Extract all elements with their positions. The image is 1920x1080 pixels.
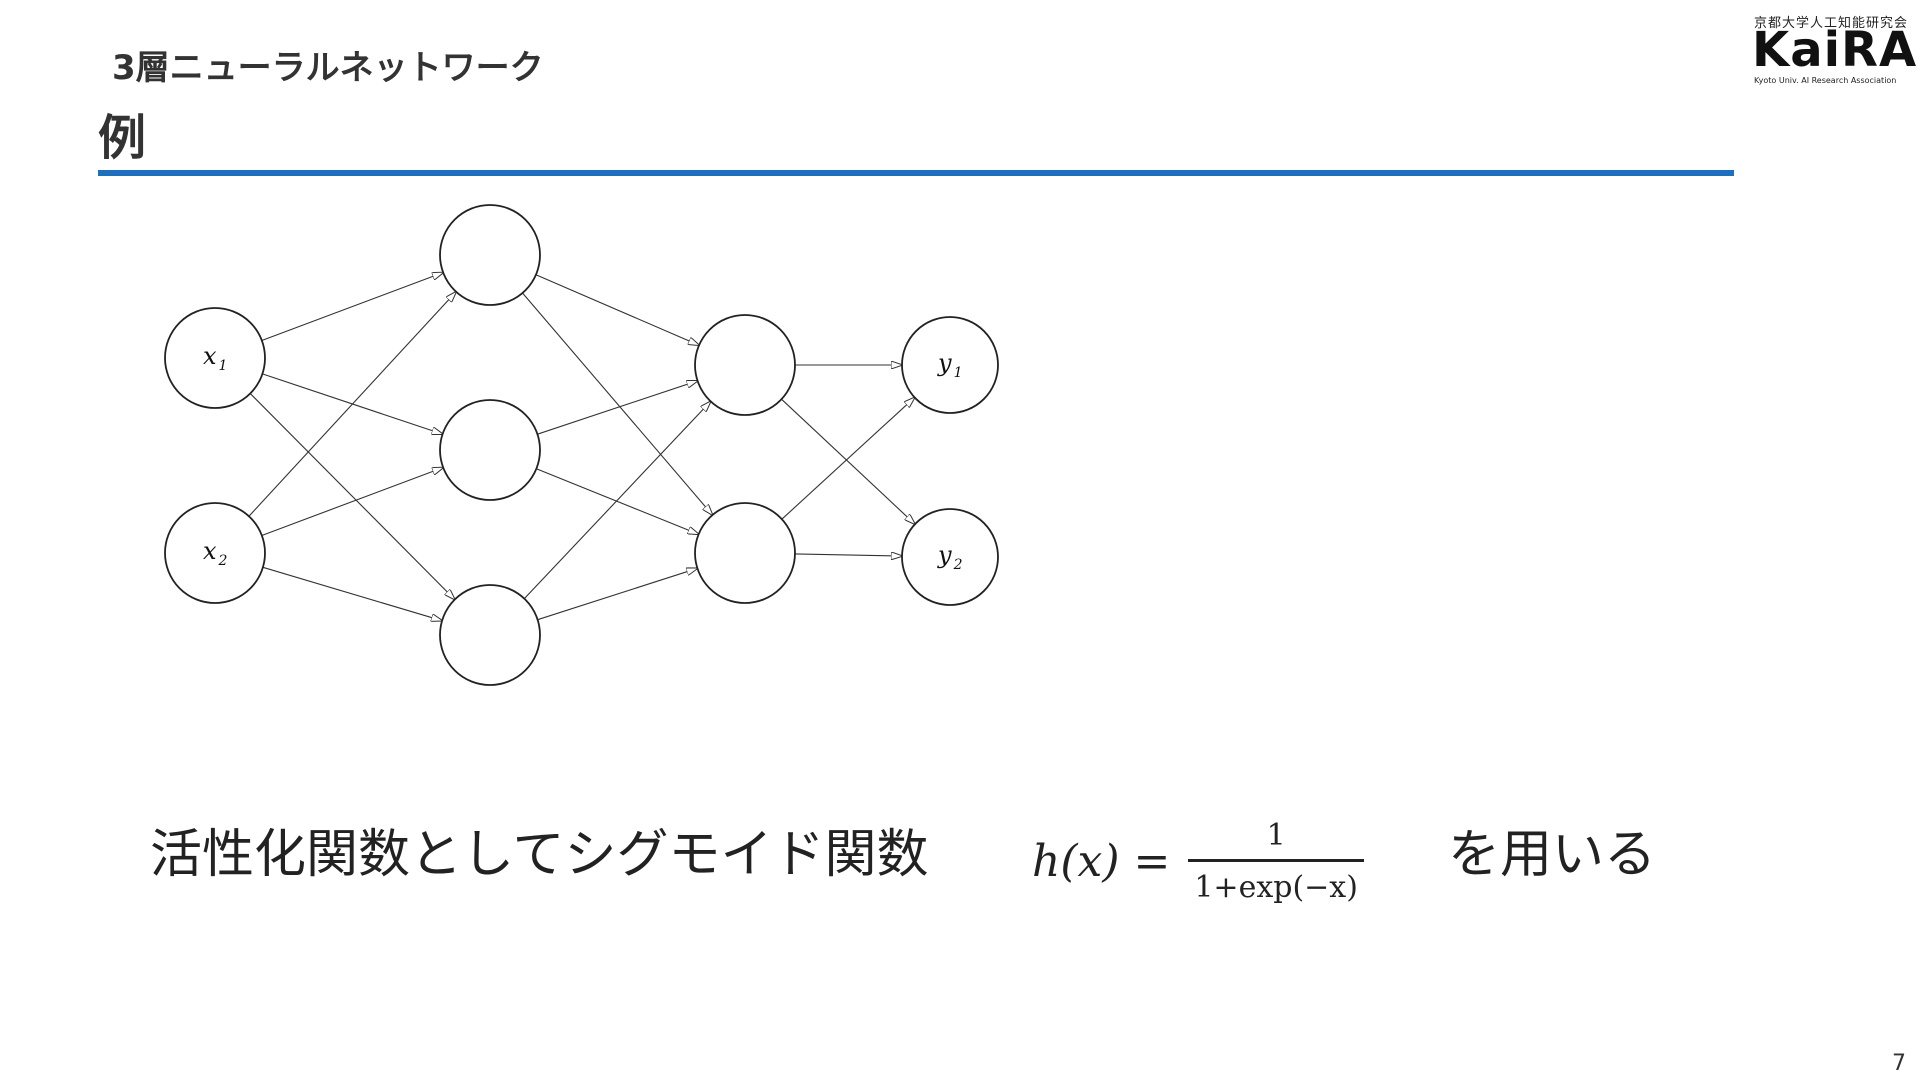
input-node-1 <box>164 307 266 409</box>
edge-l2-1-to-1 <box>535 274 699 345</box>
edge-l1-2-to-2 <box>261 468 443 536</box>
edge-l2-2-to-1 <box>537 381 697 435</box>
logo-wordmark: KaiRA <box>1752 22 1918 78</box>
edge-l3-1-to-2 <box>781 398 914 524</box>
edge-l2-3-to-2 <box>537 568 698 621</box>
sigmoid-formula: h(x) = 1 1+exp(−x) <box>1032 806 1364 916</box>
hidden1-node-1 <box>439 204 541 306</box>
title-divider <box>98 170 1734 176</box>
hidden2-node-2 <box>694 502 796 604</box>
hidden1-node-2 <box>439 399 541 501</box>
edge-l1-1-to-3 <box>249 393 455 599</box>
formula-fraction: 1 1+exp(−x) <box>1188 818 1364 905</box>
output-node-2 <box>901 508 999 606</box>
sentence-tail: を用いる <box>1448 825 1657 885</box>
output-node-1 <box>901 316 999 414</box>
formula-numerator: 1 <box>1266 817 1286 853</box>
hidden2-node-1 <box>694 314 796 416</box>
edge-l2-1-to-2 <box>522 292 713 515</box>
edge-l1-1-to-1 <box>261 273 443 341</box>
logo-org-name: 京都大学人工知能研究会 <box>1753 16 1908 31</box>
edge-l1-2-to-3 <box>262 566 442 620</box>
edge-l2-2-to-2 <box>536 468 698 535</box>
logo-subtitle: Kyoto Univ. AI Research Association <box>1754 76 1897 85</box>
connection-edges <box>248 273 915 621</box>
activation-sentence: 活性化関数としてシグモイド関数 <box>150 825 929 885</box>
edge-l3-2-to-2 <box>794 554 902 556</box>
input-node-2 <box>164 502 266 604</box>
formula-denominator: 1+exp(−x) <box>1188 858 1364 905</box>
edge-l2-3-to-1 <box>523 401 710 600</box>
edge-l1-2-to-1 <box>248 292 456 517</box>
hidden1-node-3 <box>439 584 541 686</box>
formula-lhs: h(x) = <box>1032 835 1171 887</box>
slide-title: 例 <box>98 110 147 166</box>
kaira-logo: 京都大学人工知能研究会 KaiRA Kyoto Univ. AI Researc… <box>1748 12 1916 85</box>
page-number: 7 <box>1892 1051 1906 1076</box>
edge-l3-2-to-1 <box>781 397 915 520</box>
section-title: 3層ニューラルネットワーク <box>112 48 544 88</box>
